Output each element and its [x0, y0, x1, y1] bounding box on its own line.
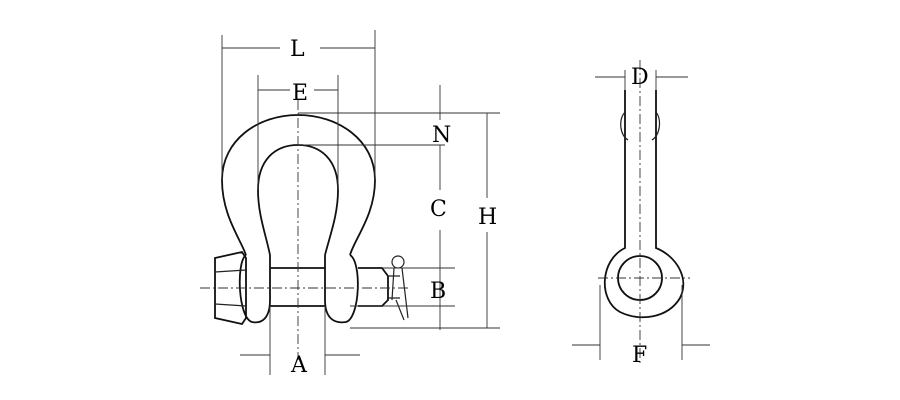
bow-outer-left-leg: [221, 179, 247, 256]
label-D: D: [631, 65, 649, 90]
shackle-side-view: [598, 60, 690, 365]
label-B: B: [430, 279, 446, 304]
bow-outer: [221, 114, 376, 256]
dim-F: F: [572, 285, 710, 368]
dim-A: A: [240, 306, 360, 378]
pin-body: [270, 267, 325, 307]
label-A: A: [290, 353, 308, 378]
label-E: E: [292, 81, 308, 106]
dim-D: D: [595, 65, 688, 90]
label-C: C: [430, 197, 447, 222]
dim-L: L: [221, 30, 376, 180]
right-eye: [324, 254, 359, 324]
dim-N-C-B: N C B: [298, 85, 500, 330]
bolt-end: [358, 267, 389, 307]
label-H: H: [478, 205, 497, 230]
side-bow-section: [620, 111, 661, 141]
left-eye: [238, 254, 271, 324]
side-body: [603, 90, 685, 319]
label-L: L: [290, 37, 305, 62]
bow-inner-left-leg: [257, 189, 271, 256]
dim-E: E: [257, 75, 339, 190]
label-F: F: [632, 343, 647, 368]
bow-inner: [257, 144, 339, 256]
label-N: N: [432, 123, 451, 148]
hex-nut-face: [214, 269, 247, 307]
hex-nut: [214, 250, 247, 326]
dim-H: H: [478, 113, 497, 328]
shackle-front-view: [200, 100, 410, 360]
